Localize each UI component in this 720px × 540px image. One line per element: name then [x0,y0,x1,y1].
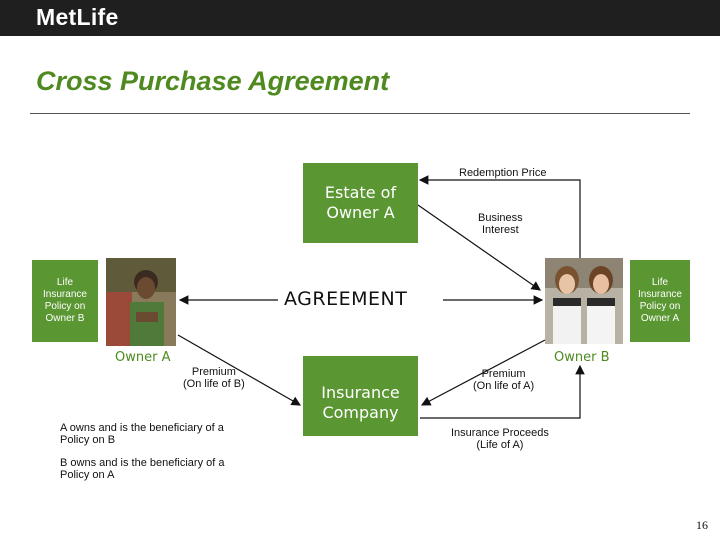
note-owner-a: A owns and is the beneficiary of a Polic… [60,422,224,446]
redemption-price-label: Redemption Price [459,167,546,179]
agreement-label: AGREEMENT [284,288,407,310]
insurance-company-box: Insurance Company [303,356,418,436]
owner-b-photo [545,258,623,344]
insurance-proceeds-label: Insurance Proceeds (Life of A) [451,427,549,451]
policy-owner-a-box: Life Insurance Policy on Owner A [630,260,690,342]
owner-a-photo [106,258,176,346]
owner-a-label: Owner A [115,350,170,365]
estate-box: Estate of Owner A [303,163,418,243]
owner-b-label: Owner B [554,350,610,365]
premium-right-label: Premium (On life of A) [473,368,534,392]
premium-left-label: Premium (On life of B) [183,366,245,390]
business-interest-label: Business Interest [478,212,523,236]
page-number: 16 [696,518,708,533]
note-owner-b: B owns and is the beneficiary of a Polic… [60,457,224,481]
policy-owner-b-box: Life Insurance Policy on Owner B [32,260,98,342]
